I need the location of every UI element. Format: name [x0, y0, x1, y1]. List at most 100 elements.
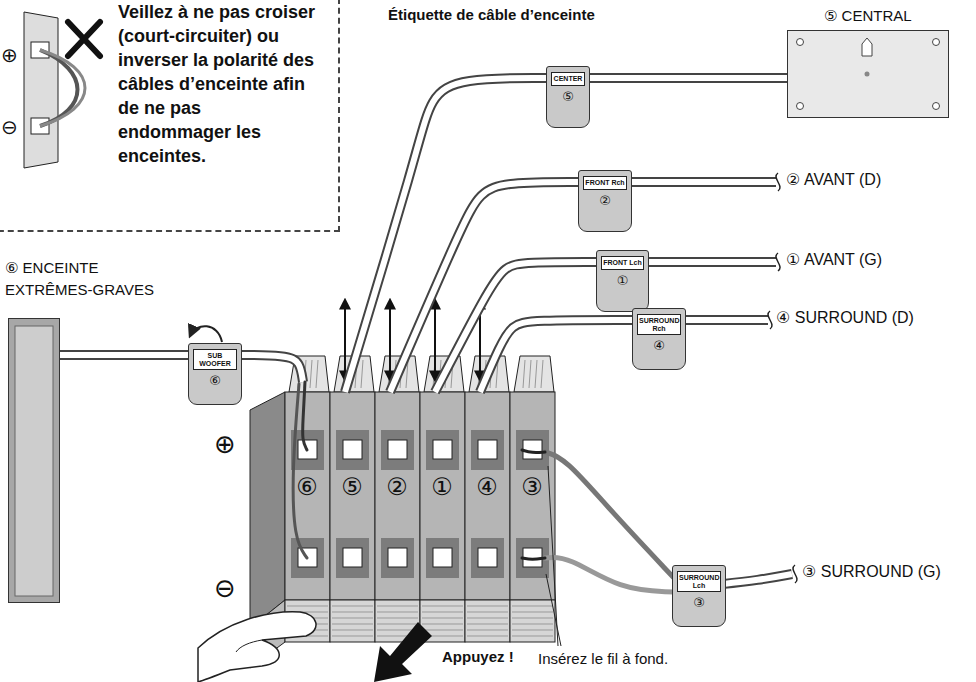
front-right-cable [618, 182, 776, 183]
drawing-part [422, 624, 463, 625]
drawing-part [512, 612, 553, 613]
speaker-cable [60, 355, 188, 356]
drawing-part [332, 606, 373, 607]
insert-arrow [434, 300, 436, 380]
cable-tag: FRONT Rch② [578, 170, 632, 232]
drawing-part [40, 50, 85, 126]
tag-label: SUB WOOFER [193, 349, 237, 370]
speaker-name: ① AVANT (G) [786, 251, 882, 269]
drawing-part [381, 538, 414, 578]
drawing-part [388, 440, 407, 459]
cable-tag: SURROUND Rch④ [632, 308, 686, 370]
terminal-number: ② [386, 473, 408, 501]
drawing-part [787, 30, 949, 118]
terminal-column [330, 356, 375, 642]
speaker-name: ⑤ CENTRAL [824, 5, 976, 27]
fold-arrow [190, 326, 222, 342]
terminal-column [465, 356, 510, 642]
tag-label: CENTER [551, 72, 585, 86]
drawing-part [377, 612, 418, 613]
drawing-part [618, 179, 776, 185]
drawing-part [433, 440, 452, 459]
drawing-part [471, 430, 504, 470]
terminal-column [420, 356, 465, 642]
drawing-part [523, 440, 542, 459]
drawing-part [8, 318, 60, 603]
drawing-part [68, 22, 100, 56]
front-left-cable [636, 262, 776, 263]
terminal-number: ④ [476, 473, 498, 501]
drawing-part [15, 326, 53, 596]
drawing-part [797, 103, 804, 110]
drawing-part [433, 548, 452, 567]
terminal-number: ⑤ [341, 473, 363, 501]
drawing-part [330, 392, 375, 600]
terminal-column [510, 356, 555, 642]
drawing-part [310, 360, 312, 388]
drawing-part [332, 636, 373, 637]
terminal-number: ① [431, 473, 453, 501]
warning-text: Veillez à ne pas croiser (court-circuite… [118, 0, 318, 168]
surround-right-cable [480, 320, 634, 392]
drawing-part [933, 103, 940, 110]
drawing-part [467, 624, 508, 625]
drawing-part [336, 538, 369, 578]
drawing-part [512, 630, 553, 631]
insert-arrow [389, 300, 391, 380]
drawing-part [467, 612, 508, 613]
subwoofer-wire [293, 384, 307, 558]
drawing-part [467, 618, 508, 619]
drawing-part [250, 392, 285, 628]
drawing-part [343, 548, 362, 567]
cable-end-mark [793, 565, 797, 583]
drawing-part [422, 612, 463, 613]
drawing-part [674, 315, 768, 325]
drawing-part [420, 392, 465, 600]
drawing-part [465, 600, 510, 642]
cable-end-mark [768, 311, 772, 329]
drawing-part [426, 538, 459, 578]
wire-strand [522, 450, 545, 452]
surround-right-cable [674, 320, 768, 321]
drawing-part [336, 430, 369, 470]
speaker-name: ④ SURROUND (D) [776, 309, 914, 327]
cable-outline [60, 350, 188, 360]
cable-tag: SUB WOOFER⑥ [188, 343, 242, 405]
speaker-name: ③ SURROUND (G) [802, 563, 941, 581]
drawing-part [512, 624, 553, 625]
drawing-part [287, 606, 328, 607]
drawing-part [933, 39, 940, 46]
drawing-part [529, 360, 531, 388]
drawing-part [375, 392, 420, 600]
surround-left-wire [545, 557, 674, 592]
center-speaker-body [787, 30, 949, 118]
drawing-part [422, 606, 463, 607]
polarity-symbol: ⊕ [214, 430, 236, 460]
drawing-part [512, 636, 553, 637]
drawing-part [480, 320, 634, 392]
drawing-part [480, 320, 634, 392]
drawing-part [674, 317, 768, 323]
tag-label: SURROUND Lch [677, 571, 721, 592]
drawing-part [330, 600, 375, 642]
polarity-symbol: ⊖ [214, 574, 236, 604]
center-cable [345, 78, 548, 392]
drawing-part [523, 360, 525, 388]
drawing-part [361, 360, 363, 388]
drawing-part [865, 72, 870, 77]
push-arrow [374, 622, 432, 682]
drawing-part [510, 392, 555, 600]
drawing-part [471, 538, 504, 578]
drawing-part [478, 548, 497, 567]
cable-tag: SURROUND Lch③ [672, 565, 726, 627]
leader-line [548, 466, 558, 646]
terminal-column [375, 356, 420, 642]
speaker-name: ② AVANT (D) [786, 171, 881, 189]
drawing-part [381, 430, 414, 470]
drawing-part [541, 360, 543, 388]
cable-end-mark [776, 253, 780, 271]
drawing-part [636, 257, 776, 267]
drawing-part [465, 392, 510, 600]
drawing-part [377, 624, 418, 625]
